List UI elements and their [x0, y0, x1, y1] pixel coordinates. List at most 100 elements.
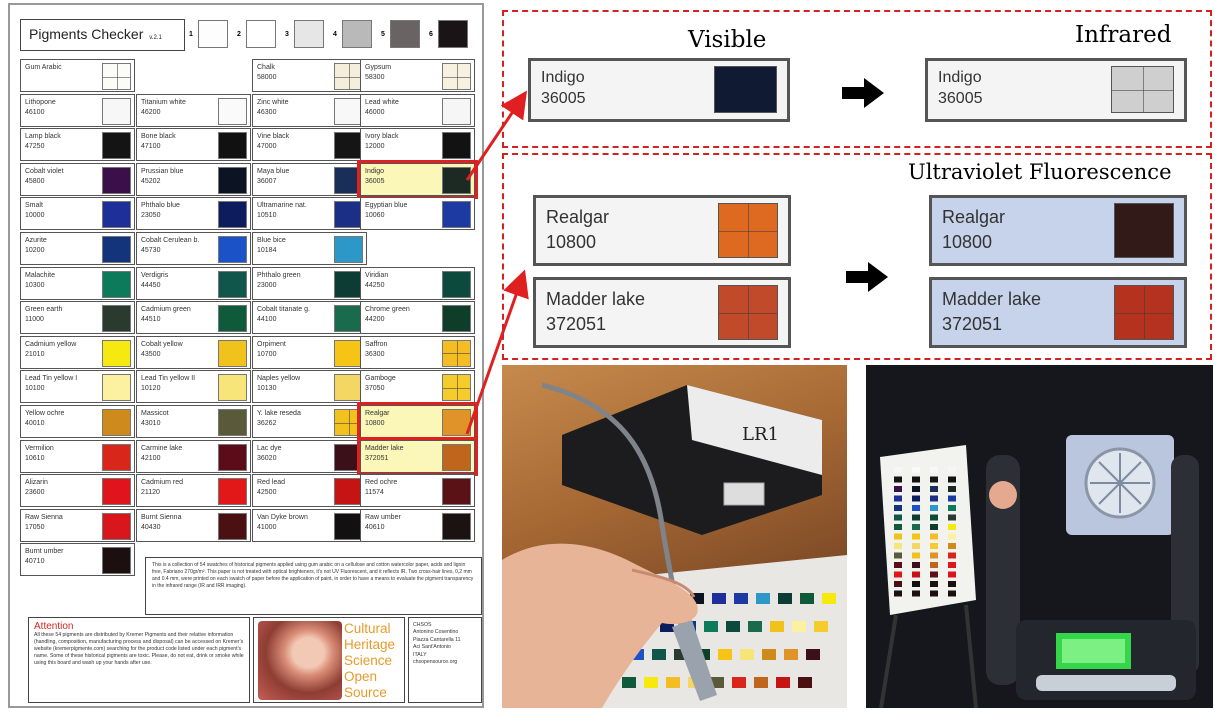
- photo-swatch: [912, 543, 920, 549]
- photo-swatch: [948, 590, 956, 597]
- pigment-name: Bone black: [141, 133, 176, 141]
- photo-swatch: [814, 621, 828, 632]
- pigment-code: 21120: [141, 489, 160, 497]
- pigment-name: Cadmium green: [141, 306, 191, 314]
- logo-word: Heritage: [344, 637, 396, 652]
- pigment-code: 44250: [365, 281, 385, 289]
- pigment-code: 10120: [141, 385, 161, 393]
- photo-swatch: [762, 649, 776, 660]
- pigment-swatch: [102, 478, 131, 506]
- pigment-code: 21010: [25, 350, 45, 358]
- pigment-name: Y. lake reseda: [257, 410, 301, 417]
- pigment-swatch: [718, 203, 778, 258]
- pigment-code: 11574: [365, 489, 384, 497]
- pigment-code: 44510: [141, 316, 161, 324]
- pigment-code: 10000: [25, 212, 45, 220]
- pigment-swatch: [442, 63, 471, 90]
- pigment-swatch: [102, 443, 131, 471]
- pigment-cell: Bone black 47100: [136, 128, 251, 162]
- photo-swatch: [894, 495, 902, 502]
- attention-text: All these 54 pigments are distributed by…: [34, 632, 244, 666]
- pigment-code: 10700: [257, 350, 277, 358]
- pigment-name: Madder lake: [365, 444, 404, 452]
- pigment-swatch: [218, 478, 247, 506]
- photo-swatch: [770, 621, 784, 632]
- pigment-name: Naples yellow: [257, 375, 301, 383]
- photo-swatch: [674, 649, 688, 660]
- photo-swatch: [776, 677, 790, 688]
- pigment-name: Lac dye: [257, 444, 282, 452]
- pigment-name: Phthalo blue: [141, 202, 180, 210]
- photo-swatch: [740, 649, 754, 660]
- infrared-panel: [502, 10, 1212, 148]
- photo-swatch: [712, 593, 726, 604]
- logo-words: Cultural Heritage Science Open Source: [344, 621, 395, 701]
- photo-swatch: [912, 581, 920, 587]
- gray-step-swatch: [198, 20, 228, 48]
- pigment-code: 36005: [541, 90, 586, 107]
- pigment-swatch: [442, 97, 471, 125]
- photo-swatch: [800, 593, 814, 604]
- photo-swatch: [718, 649, 732, 660]
- photo-swatch: [822, 593, 836, 604]
- pigment-swatch: [442, 339, 471, 367]
- photo-swatch: [792, 621, 806, 632]
- pigment-code: 11000: [25, 316, 44, 324]
- photo-swatch: [798, 677, 812, 688]
- photo-swatch: [930, 467, 938, 473]
- pigment-name: Zinc white: [257, 98, 289, 106]
- pigment-name: Lead Tin yellow II: [141, 375, 196, 383]
- pigment-swatch: [102, 132, 131, 160]
- pigment-code: 41000: [257, 523, 277, 531]
- pigment-name: Phthalo green: [257, 271, 301, 279]
- pigment-code: 47100: [141, 143, 161, 151]
- attention-box: Attention All these 54 pigments are dist…: [28, 617, 250, 703]
- pigment-swatch: [714, 66, 777, 113]
- photo-swatch: [894, 476, 902, 483]
- pigment-name: Malachite: [25, 271, 55, 279]
- photo-swatch: [948, 476, 956, 483]
- address-line: chsopensource.org: [413, 659, 458, 666]
- pigment-name: Ivory black: [365, 133, 399, 141]
- photo-swatch: [666, 677, 680, 688]
- pigment-code: 43010: [141, 420, 161, 427]
- pigment-name: Burnt Sienna: [141, 513, 182, 521]
- photo-swatch: [930, 552, 938, 559]
- logo-word: Cultural: [344, 621, 391, 636]
- pigment-cell: Viridian 44250: [360, 266, 475, 300]
- pigment-name: Verdigris: [141, 271, 169, 279]
- pigment-swatch: [1114, 285, 1174, 340]
- board-title-box: Pigments Checker v.2.1: [20, 19, 185, 51]
- pigment-code: 10200: [25, 247, 45, 254]
- pigment-code: 36005: [365, 177, 385, 185]
- pigment-name: Carmine lake: [141, 444, 183, 452]
- realgar-uv-card: Realgar 10800: [929, 195, 1187, 266]
- photo-swatch: [660, 621, 674, 632]
- pigment-cell: Lead Tin yellow II 10120: [136, 370, 251, 404]
- address-line: Antonino Cosentino: [413, 629, 459, 636]
- pigment-code: 40610: [365, 523, 385, 531]
- pigment-swatch: [442, 166, 471, 194]
- pigment-code: 37050: [365, 385, 385, 393]
- pigment-name: Viridian: [365, 271, 389, 279]
- pigment-swatch: [218, 409, 247, 436]
- pigment-swatch: [334, 512, 363, 540]
- logo-word: Science: [344, 653, 393, 668]
- photo-swatch: [912, 505, 920, 511]
- pigment-swatch: [334, 339, 363, 367]
- photo-swatch: [756, 593, 770, 604]
- photo-swatch: [806, 649, 820, 660]
